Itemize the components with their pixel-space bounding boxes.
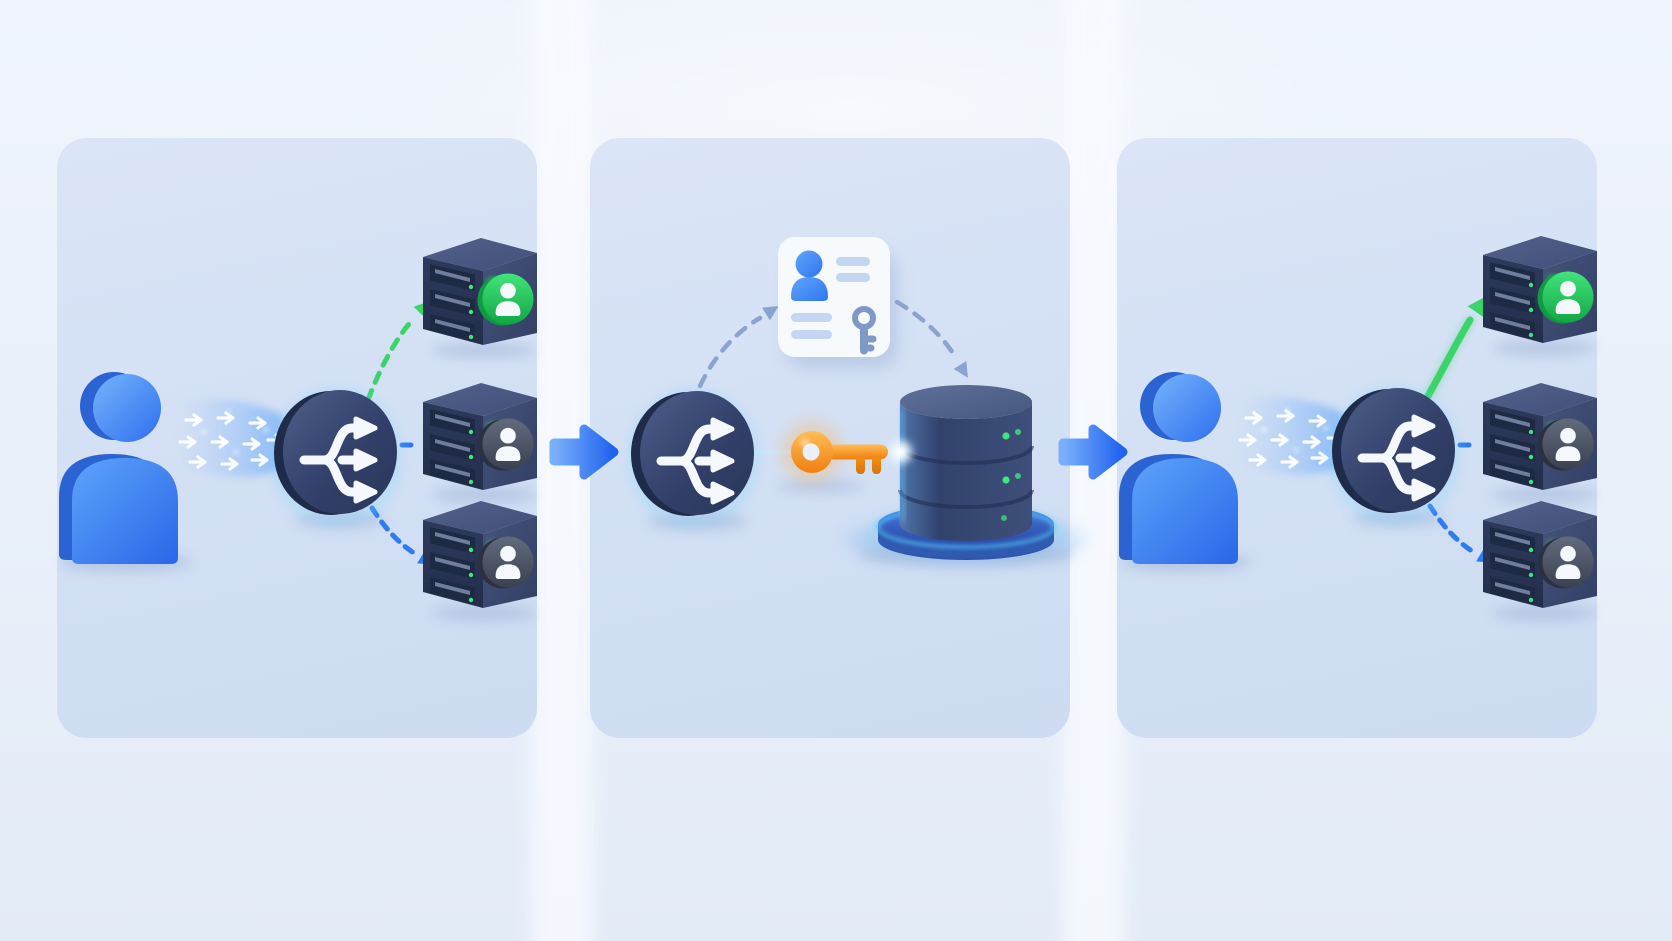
db-led [1002,476,1010,484]
request-stream [178,398,284,476]
panel-3-scene [1119,236,1597,621]
key-tooth [856,457,865,474]
panel-1-scene [59,238,537,621]
db-seam [898,489,1034,509]
key-insert-glow-core [895,447,905,457]
server-icon [423,501,537,608]
load-balancer-icon [631,391,754,522]
arc-lb-to-card [697,315,763,389]
id-card-icon [778,237,890,357]
card-text-line [791,330,832,339]
db-top [900,385,1032,419]
key-tooth [872,457,881,474]
link-lb-to-server-top [365,315,417,403]
arrow-right-icon [554,429,614,475]
card-text-line [836,257,870,266]
link-lb-to-server-top-active [1424,316,1474,400]
panel-2-scene [631,237,1086,567]
card-text-line [791,313,832,322]
shadow [1492,605,1596,621]
server-icon [1483,383,1597,490]
server-icon-active [423,238,537,345]
card-key-icon [852,306,877,355]
key-icon [778,422,888,492]
shadow [1492,487,1596,503]
load-balancer-icon [274,390,397,521]
shadow [778,480,862,492]
database-icon [846,385,1086,562]
user-icon [1119,372,1238,564]
shadow [1492,340,1596,356]
server-icon [1483,501,1597,608]
link-lb-to-server-bottom [369,505,417,556]
key-highlight [800,438,810,448]
key-shaft [826,444,888,460]
arrowhead-slate [953,361,975,382]
card-text-line [836,273,870,282]
server-icon-active [1483,236,1597,343]
db-cylinders [900,402,1032,541]
db-led [1015,429,1021,435]
shadow [432,605,536,621]
server-icon [423,383,537,490]
link-lb-to-server-bottom [1427,503,1475,554]
load-balancer-icon [1332,388,1455,519]
db-led [1002,432,1010,440]
key-hole [802,443,820,461]
arc-card-to-db [894,299,959,361]
db-lit-edge [899,407,906,523]
db-led [1015,473,1021,479]
shadow [432,487,536,503]
request-stream [1238,396,1344,474]
db-led [1001,515,1007,521]
user-icon [59,372,178,564]
arrow-right-icon [1063,429,1123,475]
card-person-icon [791,250,828,301]
shadow [432,342,536,358]
